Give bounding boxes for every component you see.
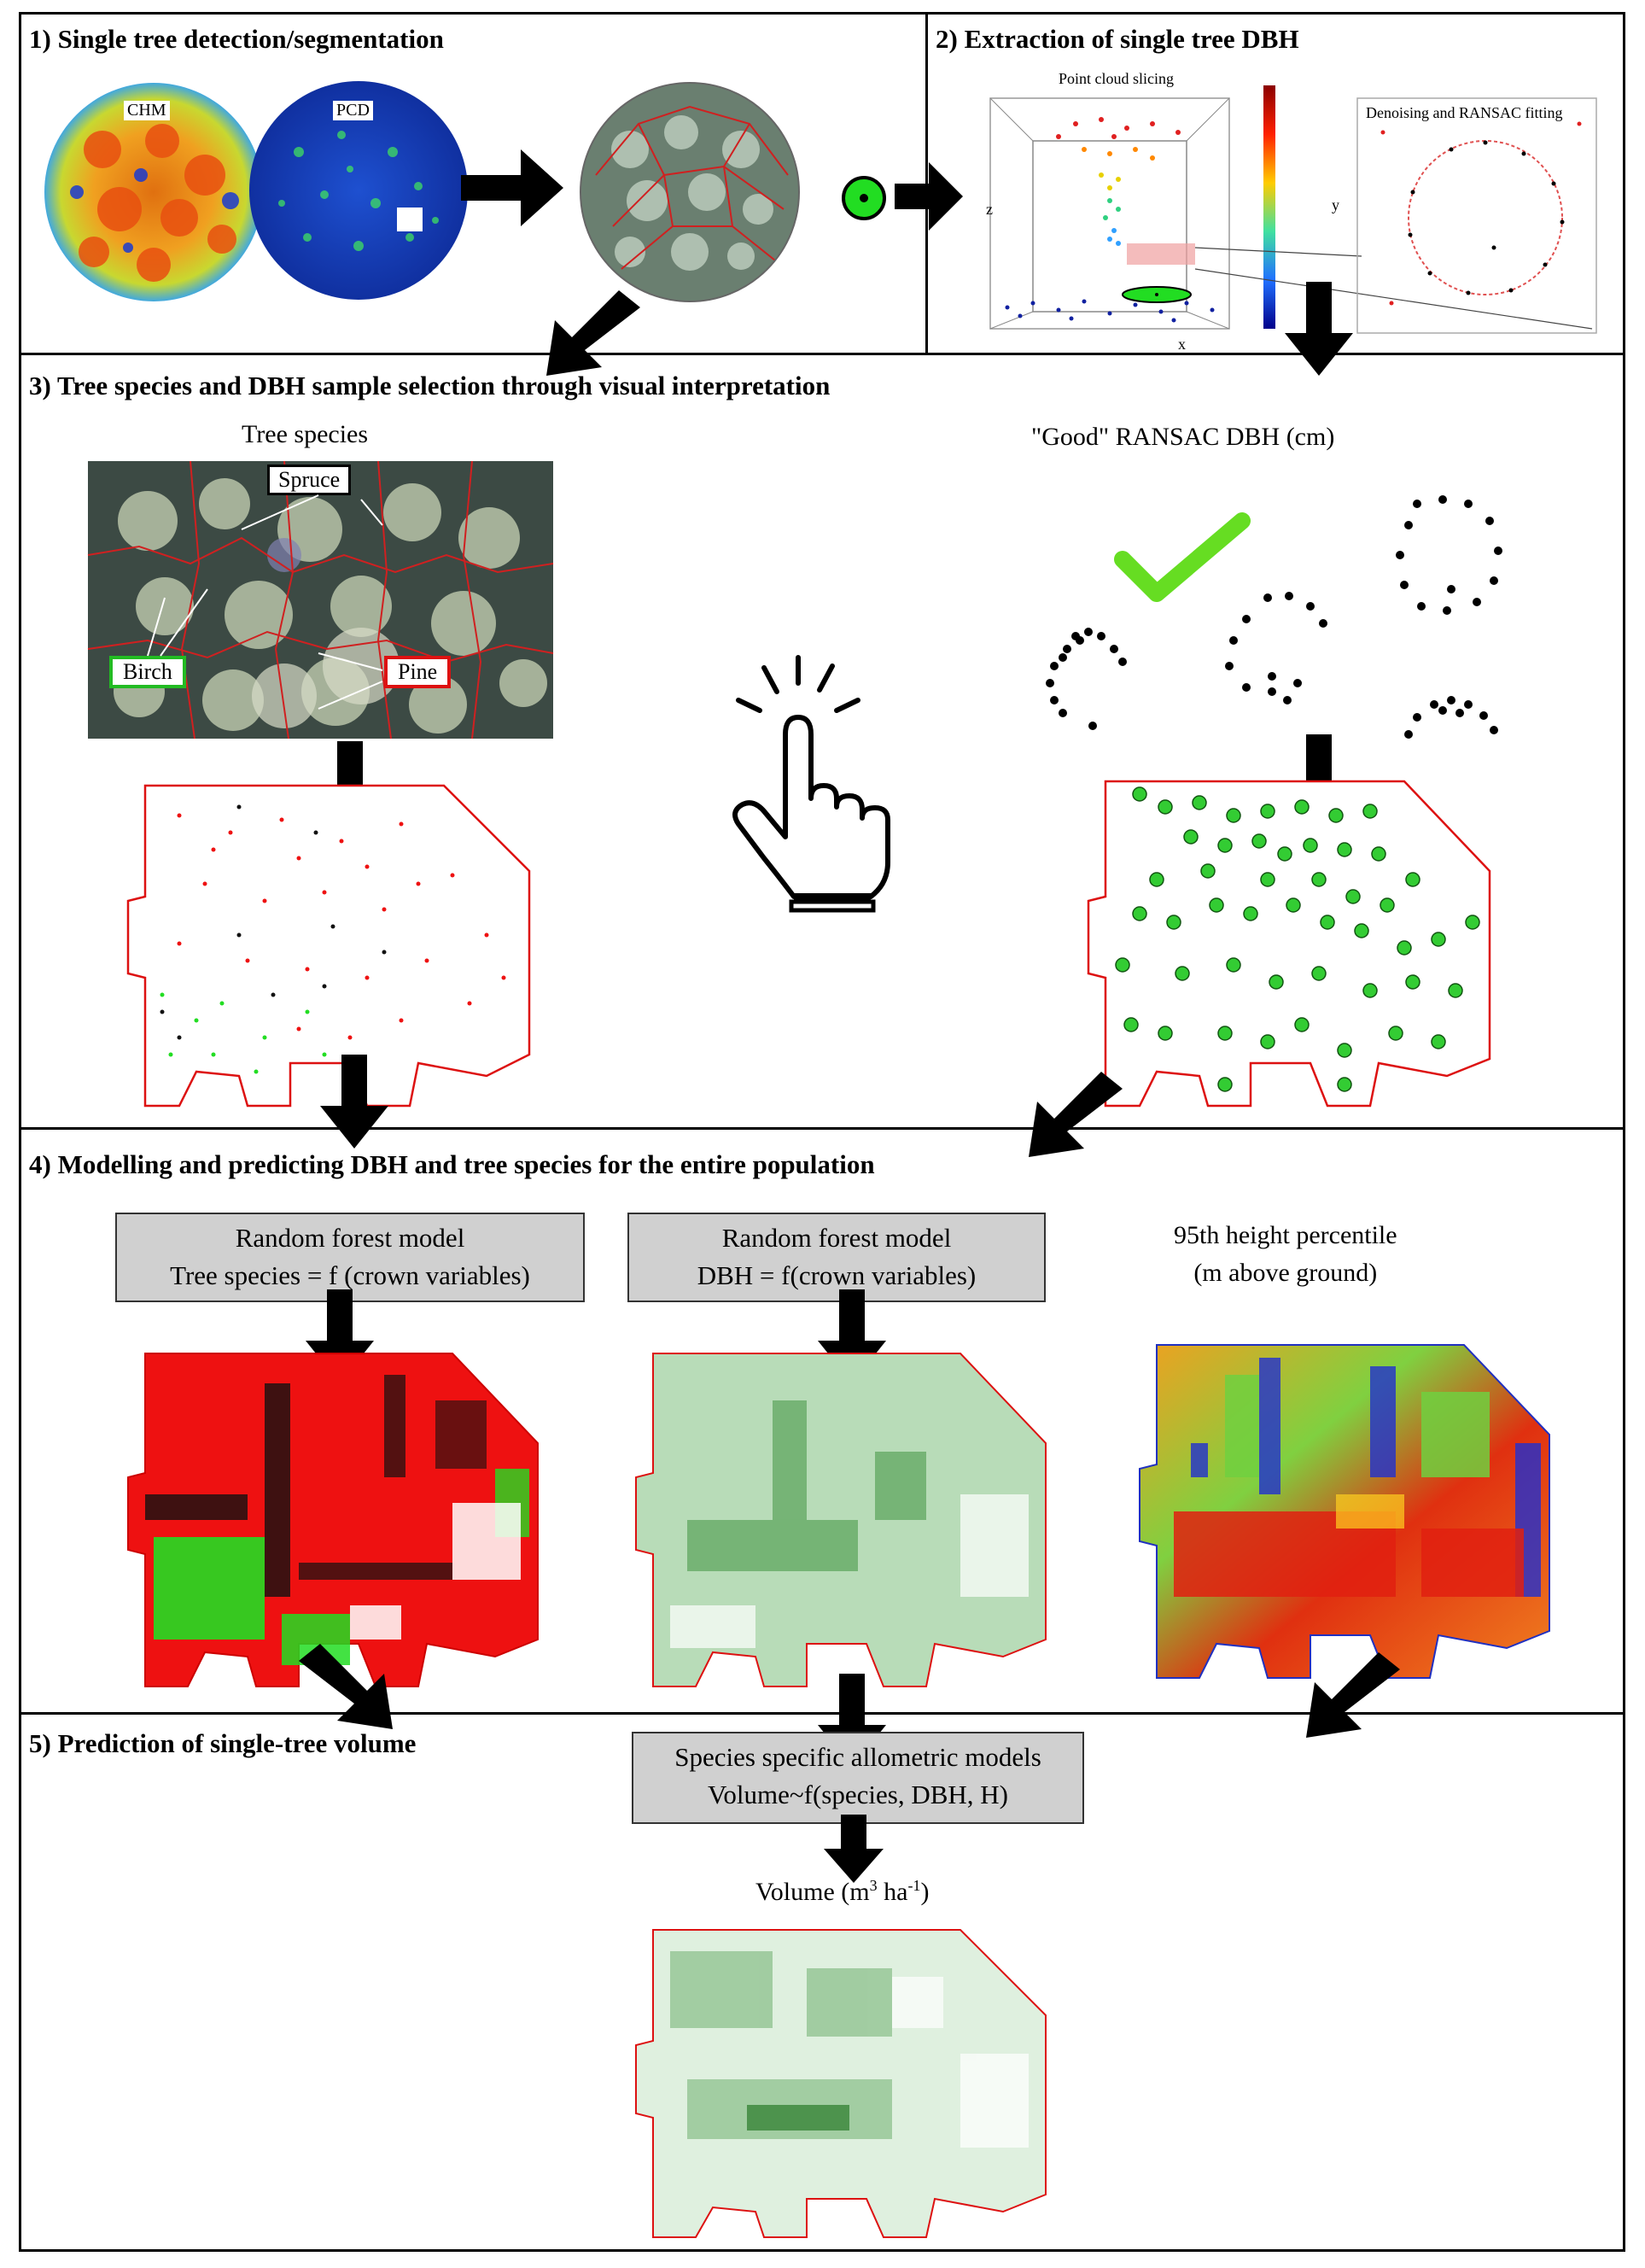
height-prediction-map xyxy=(1139,1344,1550,1679)
allometric-model-box: Species specific allometric models Volum… xyxy=(632,1732,1084,1824)
chm-circle xyxy=(44,83,263,301)
height-percentile-line1: 95th height percentile xyxy=(1174,1221,1397,1249)
section-5-frame xyxy=(19,1712,1625,2252)
volume-label-b: ha xyxy=(877,1878,908,1906)
ransac-label: Denoising and RANSAC fitting xyxy=(1366,104,1563,121)
volume-label: Volume (m3 ha-1) xyxy=(755,1877,929,1907)
species-sample-map xyxy=(126,784,531,1108)
volume-prediction-map xyxy=(635,1929,1047,2238)
arrow-icon xyxy=(299,1644,393,1729)
pcd-circle xyxy=(249,81,468,300)
birch-label: Birch xyxy=(109,656,186,688)
allometric-model-line1: Species specific allometric models xyxy=(674,1742,1041,1772)
volume-label-a: Volume (m xyxy=(755,1878,870,1906)
pine-label: Pine xyxy=(384,656,452,688)
ransac-fit-plot xyxy=(1356,97,1597,334)
hand-pointer-icon[interactable] xyxy=(713,649,901,914)
section-1-title: 1) Single tree detection/segmentation xyxy=(29,24,444,54)
allometric-model-line2: Volume~f(species, DBH, H) xyxy=(708,1780,1008,1809)
height-percentile-label: 95th height percentile (m above ground) xyxy=(1174,1217,1397,1292)
chm-label: CHM xyxy=(124,101,170,120)
arrow-icon xyxy=(1285,282,1353,376)
section-3-title: 3) Tree species and DBH sample selection… xyxy=(29,371,831,400)
dbh-model-box: Random forest model DBH = f(crown variab… xyxy=(627,1213,1046,1302)
arrow-icon xyxy=(461,149,563,226)
arrow-icon xyxy=(1029,1072,1123,1157)
spruce-label: Spruce xyxy=(267,465,352,495)
volume-label-sup2: -1 xyxy=(907,1877,921,1894)
dbh-prediction-map xyxy=(635,1353,1047,1687)
tree-species-heading: Tree species xyxy=(242,420,369,448)
section-5-title: 5) Prediction of single-tree volume xyxy=(29,1728,417,1758)
good-ransac-heading: "Good" RANSAC DBH (cm) xyxy=(1031,423,1335,451)
axis-z-label: z xyxy=(986,201,993,218)
section-4-title: 4) Modelling and predicting DBH and tree… xyxy=(29,1149,875,1179)
arrow-icon xyxy=(824,1815,884,1883)
dbh-model-line1: Random forest model xyxy=(721,1223,952,1253)
height-percentile-line2: (m above ground) xyxy=(1193,1259,1378,1287)
axis-y-label: y xyxy=(1332,196,1339,213)
stem-circle-icon xyxy=(842,176,886,220)
aerial-species-image xyxy=(87,460,554,739)
checkmark-icon xyxy=(1114,512,1251,602)
arrow-icon xyxy=(1306,1652,1400,1738)
dbh-sample-map xyxy=(1087,780,1491,1108)
point-cloud-slicing-label: Point cloud slicing xyxy=(1059,70,1174,87)
species-prediction-map xyxy=(127,1353,539,1687)
volume-label-c: ) xyxy=(920,1878,930,1906)
point-cloud-plot xyxy=(989,97,1230,330)
segmented-crowns-circle xyxy=(580,82,800,302)
dbh-model-line2: DBH = f(crown variables) xyxy=(697,1260,977,1290)
arrow-icon xyxy=(546,290,640,376)
pcd-label: PCD xyxy=(333,101,373,120)
volume-label-sup1: 3 xyxy=(869,1877,878,1894)
zoom-lines xyxy=(1194,247,1593,330)
species-model-line1: Random forest model xyxy=(235,1223,465,1253)
section-2-title: 2) Extraction of single tree DBH xyxy=(936,24,1299,54)
arrow-icon xyxy=(320,1055,388,1149)
species-model-line2: Tree species = f (crown variables) xyxy=(170,1260,530,1290)
species-model-box: Random forest model Tree species = f (cr… xyxy=(115,1213,585,1302)
pointer-lines xyxy=(147,494,383,710)
color-scale-bar xyxy=(1263,85,1275,329)
ransac-samples xyxy=(1046,495,1502,739)
arrow-icon xyxy=(895,162,963,231)
axis-x-label: x xyxy=(1178,336,1186,353)
